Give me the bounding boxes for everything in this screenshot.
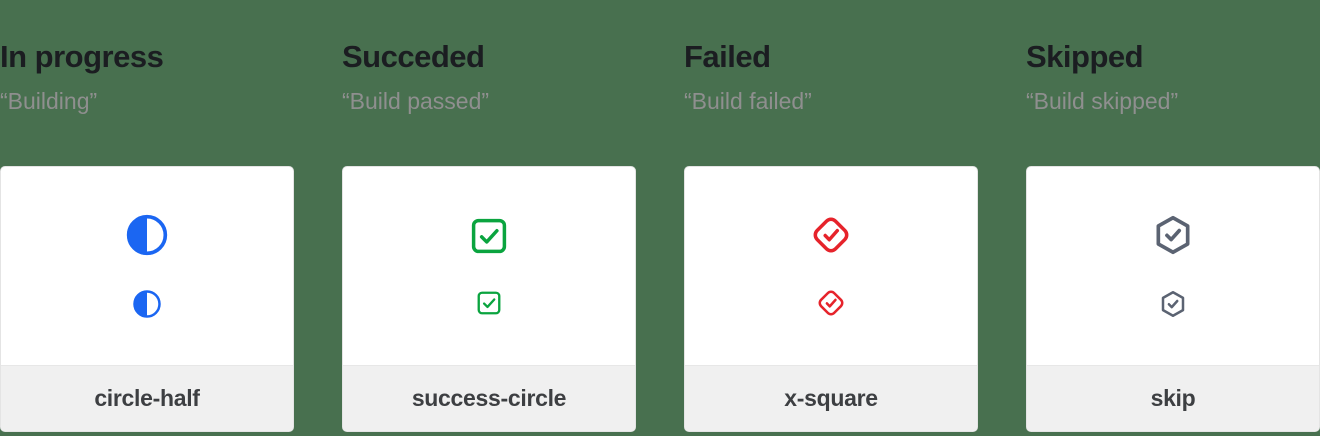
column-in-progress: In progress “Building” circle-half [0, 0, 294, 436]
icon-label-bar: circle-half [1, 365, 293, 431]
icon-label: skip [1150, 385, 1196, 412]
icon-preview [1027, 167, 1319, 365]
column-skipped: Skipped “Build skipped” skip [1026, 0, 1320, 436]
success-circle-icon [471, 218, 507, 254]
icon-card: circle-half [0, 165, 294, 432]
circle-half-icon-small [133, 290, 161, 318]
icon-preview [343, 167, 635, 365]
status-title: Succeded [342, 39, 485, 74]
skip-icon [1156, 215, 1190, 255]
column-succeded: Succeded “Build passed” success-circle [342, 0, 636, 436]
circle-half-icon [126, 214, 168, 256]
status-message: “Building” [0, 88, 98, 115]
status-message: “Build passed” [342, 88, 490, 115]
status-title: In progress [0, 39, 164, 74]
icon-card: skip [1026, 165, 1320, 432]
icon-card: x-square [684, 165, 978, 432]
icon-label: circle-half [94, 385, 200, 412]
icon-label-bar: x-square [685, 365, 977, 431]
status-title: Failed [684, 39, 771, 74]
status-title: Skipped [1026, 39, 1144, 74]
x-square-icon [813, 217, 849, 253]
icon-label-bar: success-circle [343, 365, 635, 431]
skip-icon-small [1161, 291, 1185, 318]
column-failed: Failed “Build failed” x-square [684, 0, 978, 436]
icon-label: x-square [784, 385, 878, 412]
icon-preview [685, 167, 977, 365]
success-circle-icon-small [477, 291, 501, 315]
icon-label: success-circle [411, 385, 567, 412]
status-message: “Build failed” [684, 88, 812, 115]
icon-card: success-circle [342, 165, 636, 432]
x-square-icon-small [818, 290, 844, 316]
status-message: “Build skipped” [1026, 88, 1179, 115]
icon-preview [1, 167, 293, 365]
icon-label-bar: skip [1027, 365, 1319, 431]
